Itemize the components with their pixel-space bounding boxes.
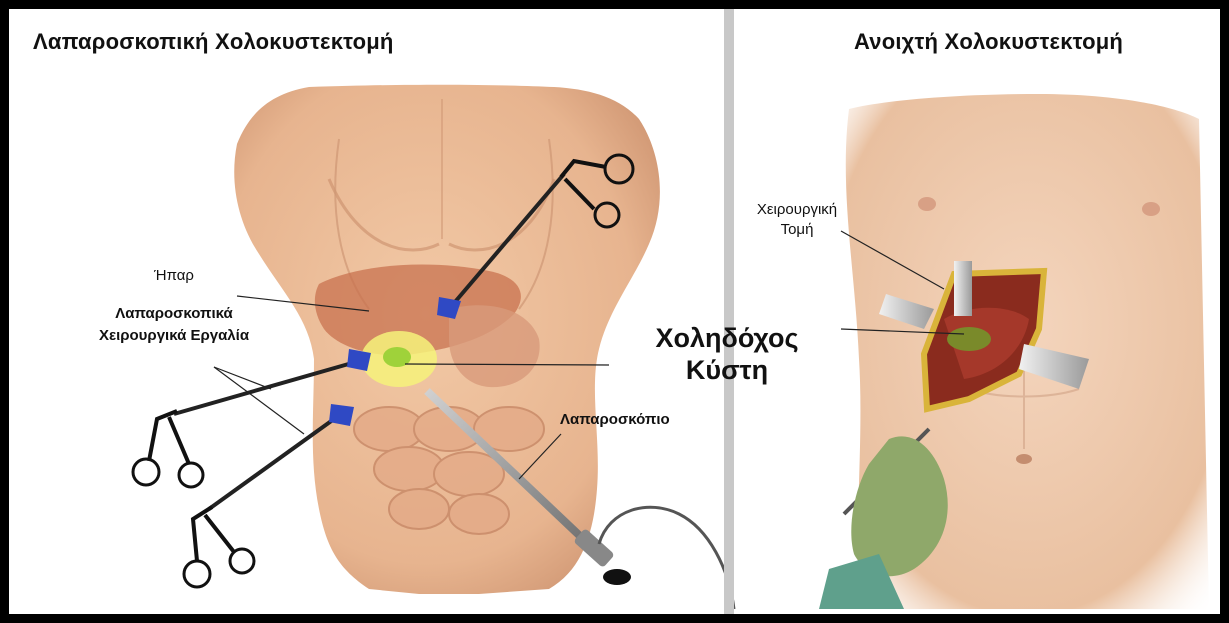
label-incision-line2: Τομή [737,221,857,239]
label-incision-line1: Χειρουργική [737,201,857,219]
scissor-handle-low-1 [184,561,210,587]
panel-divider [724,9,734,614]
gallbladder-right [947,327,991,351]
label-gallbladder-line2: Κύστη [637,355,817,386]
navel [1016,454,1032,464]
retractor-top [954,261,972,316]
torso-right [819,94,1209,609]
label-tools-line1: Λαπαροσκοπικά [64,305,284,323]
nipple-left [918,197,936,211]
title-laparoscopic: Λαπαροσκοπική Χολοκυστεκτομή [33,29,394,55]
label-laparoscope: Λαπαροσκόπιο [560,411,670,429]
label-tools-line2: Χειρουργικά Εργαλία [64,327,284,345]
laparoscope-eyepiece [603,569,631,585]
port-lower [329,404,354,426]
torso-left [234,85,660,594]
figure-canvas: Λαπαροσκοπική Χολοκυστεκτομή Ανοιχτή Χολ… [9,9,1220,614]
label-gallbladder-line1: Χοληδόχος [637,323,817,354]
nipple-right [1142,202,1160,216]
scissor-handle-mid-2 [179,463,203,487]
label-liver: Ήπαρ [154,267,194,285]
laparoscope-cable [599,507,734,609]
scissor-handle-low-2 [230,549,254,573]
title-open: Ανοιχτή Χολοκυστεκτομή [854,29,1123,55]
scissor-handle-mid-1 [133,459,159,485]
